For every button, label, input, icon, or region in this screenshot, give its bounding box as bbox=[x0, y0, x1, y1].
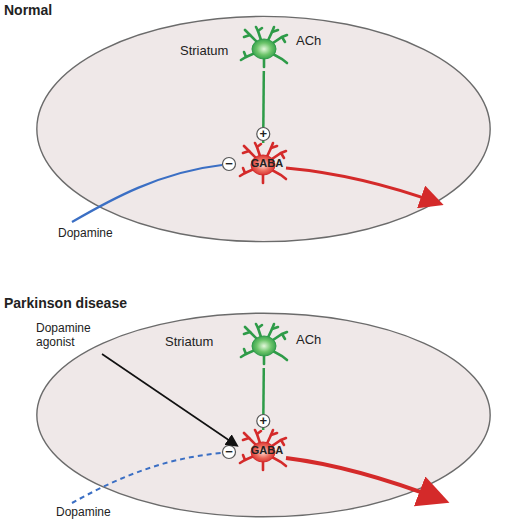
dendrite bbox=[257, 431, 261, 434]
dendrite bbox=[272, 327, 278, 329]
dendrite bbox=[244, 332, 250, 334]
cell-body bbox=[252, 39, 276, 59]
striatum-outline bbox=[37, 16, 490, 241]
dendrite bbox=[244, 349, 246, 354]
dendrite bbox=[271, 433, 277, 435]
neuron-name: GABA bbox=[239, 444, 295, 456]
inhibitory-sign: − bbox=[222, 444, 236, 460]
gaba-output-axon bbox=[286, 458, 442, 500]
dendrite bbox=[271, 146, 277, 148]
dendrite bbox=[257, 144, 261, 147]
dopamine-label: Dopamine bbox=[58, 226, 148, 240]
neuron-name: ACh bbox=[296, 33, 336, 48]
ach-neuron: ACh bbox=[240, 324, 288, 368]
dopamine-label: Dopamine bbox=[56, 505, 146, 519]
agonist-label: Dopamine agonist bbox=[36, 321, 108, 349]
dendrite bbox=[272, 30, 278, 32]
neuron-shape bbox=[240, 324, 288, 368]
ach-neuron: ACh bbox=[240, 27, 288, 71]
region-name: Striatum bbox=[180, 43, 260, 58]
panel-title: Parkinson disease bbox=[4, 295, 184, 311]
dendrite bbox=[243, 151, 249, 153]
dendrite bbox=[258, 28, 262, 31]
striatum-outline bbox=[37, 313, 490, 517]
dendrite bbox=[243, 438, 249, 440]
dendrite bbox=[282, 334, 285, 339]
neuron-name: GABA bbox=[239, 157, 295, 169]
dopamine-axon-dashed bbox=[72, 453, 222, 503]
region-name: Striatum bbox=[165, 334, 245, 349]
gaba-output-axon bbox=[286, 168, 438, 203]
dendrite bbox=[244, 35, 250, 37]
gaba-neuron: GABA bbox=[235, 143, 291, 187]
panel-title: Normal bbox=[4, 2, 124, 18]
neuron-shape bbox=[240, 27, 288, 71]
gaba-neuron: GABA bbox=[235, 430, 291, 474]
excitatory-sign: + bbox=[256, 126, 270, 142]
agonist-leader-arrow bbox=[102, 354, 236, 445]
dendrite bbox=[243, 168, 245, 173]
dendrite bbox=[243, 455, 245, 460]
dopamine-axon bbox=[72, 165, 222, 222]
excitatory-sign: + bbox=[256, 413, 270, 429]
neuron-name: ACh bbox=[296, 332, 336, 347]
inhibitory-sign: − bbox=[222, 156, 236, 172]
dendrite bbox=[258, 325, 262, 328]
dendrite bbox=[282, 37, 285, 42]
dendrite bbox=[244, 52, 246, 57]
cell-body bbox=[252, 336, 276, 356]
